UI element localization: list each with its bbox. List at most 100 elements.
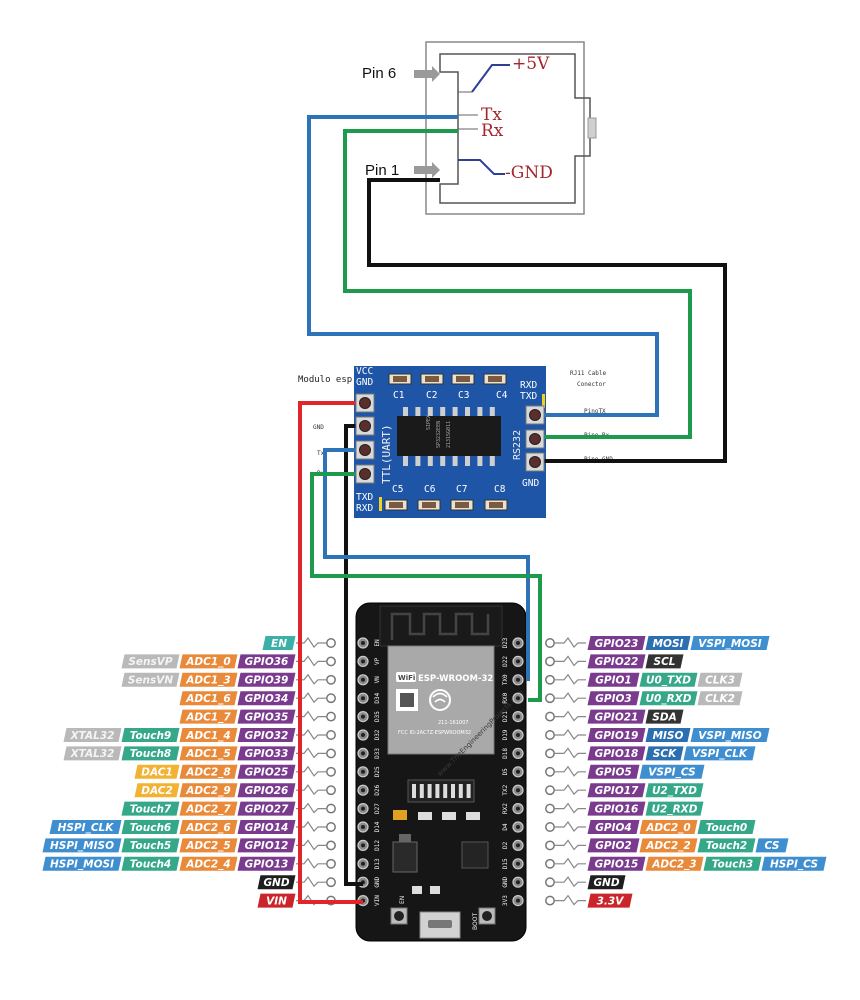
pin-dot-icon: [545, 803, 555, 814]
pin-label-pill: [587, 728, 646, 742]
pin-label-pill: [587, 893, 633, 908]
board-pin-label: D12: [374, 840, 381, 851]
pin-connector-line: [555, 876, 586, 888]
board-pin-label: D23: [502, 637, 509, 648]
pin-label-text: GPIO33: [245, 748, 289, 760]
board-pin-center: [361, 806, 365, 811]
pin-connector-line: [296, 857, 326, 869]
pin-label-text: GPIO27: [245, 803, 289, 815]
pin-label-text: U0_TXD: [646, 675, 691, 687]
pin-label-text: XTAL32: [70, 730, 115, 742]
board-pin-label: GND: [374, 876, 381, 887]
board-header-pins: ENVPVND34D35D32D33D25D26D27D14D12D13GNDV…: [357, 637, 524, 907]
pin-label-pill: [587, 838, 640, 853]
board-pin-center: [361, 769, 365, 774]
pin-dot-icon: [326, 803, 336, 814]
pin-label-text: Touch7: [130, 803, 172, 815]
board-pin-label: EN: [374, 639, 381, 647]
pin6-label: Pin 6: [362, 65, 396, 82]
wifi-logo-text: WiFi: [398, 674, 415, 682]
header-chip-pin: [435, 784, 440, 798]
espressif-logo-swirl: [432, 692, 448, 703]
pin-label-text: HSPI_CS: [770, 859, 818, 871]
pin-label-pill: [237, 709, 296, 724]
chip-text-2: SP3232EEN: [436, 421, 442, 448]
board-pin-label: D18: [502, 748, 509, 759]
pin-dot-icon: [326, 822, 336, 832]
chip-leg: [452, 407, 458, 416]
pin-label-text: GPIO4: [595, 822, 631, 834]
pin-label-text: GPIO19: [595, 730, 639, 742]
pin1-label: Pin 1: [365, 162, 399, 179]
pin-label-pill: [257, 875, 296, 890]
pin-connector-line: [555, 710, 586, 722]
rj11-plus5v-label: +5V: [512, 54, 550, 74]
module-capacitor-body: [455, 502, 469, 508]
pin-label-text: ADC1_7: [185, 711, 231, 723]
rj11-tx-label: Tx: [481, 105, 502, 125]
board-pin-center: [361, 733, 365, 737]
pin-connector-line: [555, 820, 586, 832]
pin-label-pill: [697, 691, 743, 706]
module-capacitor-body: [488, 376, 502, 382]
pin-connector-line: [555, 839, 586, 851]
yellow-mark-top: [542, 394, 545, 408]
pin-label-pill: [237, 691, 296, 706]
header-chip-pin: [451, 784, 455, 798]
cap-c8: C8: [494, 484, 506, 495]
pin-dot-icon: [326, 730, 336, 740]
module-capacitor-body: [389, 502, 403, 508]
pin-label-pill: [237, 783, 296, 798]
contact-gnd: [458, 159, 505, 175]
pin-connector-line: [296, 839, 326, 851]
pin-label-pill: [639, 672, 698, 687]
regulator-tab: [399, 834, 411, 842]
header-chip: [407, 779, 475, 803]
pin-label-text: ADC2_8: [185, 767, 230, 779]
en-button-label: EN: [399, 896, 406, 904]
chip-leg: [489, 456, 495, 466]
pin-label-pill: [587, 875, 626, 890]
pin-dot-icon: [326, 858, 336, 869]
pin-label-pill: [645, 654, 684, 669]
pin-label-pill: [121, 746, 180, 761]
pin-connector-line: [555, 728, 586, 740]
pin-label-pill: [587, 746, 646, 761]
board-pin-center: [361, 825, 365, 829]
pin-label-text: ADC1_0: [185, 656, 230, 668]
board-pin-label: D14: [374, 821, 381, 832]
chip-text-1: SIPEX: [426, 415, 432, 430]
pin-label-pill: [639, 838, 698, 853]
pin-label-pill: [42, 856, 122, 871]
pin-label-pill: [237, 801, 296, 816]
pin-label-text: Touch0: [706, 822, 748, 834]
rj11-socket-outline: [439, 53, 591, 204]
pin-dot-icon: [326, 638, 336, 648]
pin-dot-icon: [326, 766, 336, 777]
board-pin-center: [516, 806, 520, 811]
pin-label-text: Touch9: [130, 730, 172, 742]
wire-black-gnd: [367, 178, 727, 463]
board-pin-label: TX2: [502, 784, 509, 795]
pin-label-pill: [587, 709, 646, 724]
pin-connector-line: [555, 857, 586, 869]
board-pin-label: VIN: [374, 895, 381, 906]
module-title: Modulo esp: [298, 375, 352, 385]
pin-label-pill: [237, 672, 296, 687]
header-chip-pin: [466, 784, 471, 798]
pin-label-pill: [587, 801, 646, 816]
module-left-header-hole: [359, 444, 371, 456]
chip-leg: [403, 456, 408, 466]
pin-connector-line: [555, 765, 586, 777]
